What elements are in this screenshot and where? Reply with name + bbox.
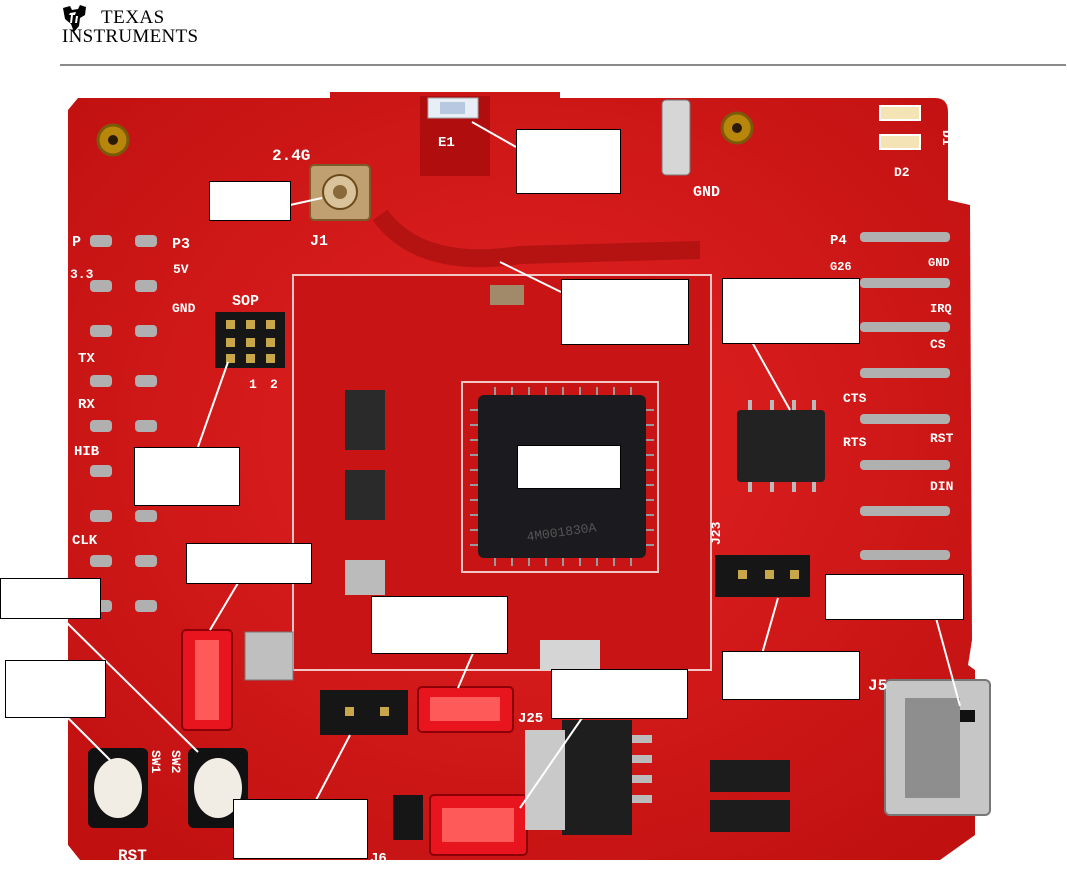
chip-outline (461, 381, 659, 573)
callout-box-sop (134, 447, 240, 506)
callout-box-j23 (722, 651, 860, 700)
silk-tx: TX (78, 351, 95, 367)
callout-box-sw1 (5, 660, 106, 718)
left-pin-row (90, 235, 157, 612)
logo-line-1: Texas (101, 7, 165, 28)
led-d2 (879, 134, 921, 150)
callout-box-sw2 (0, 578, 101, 619)
callout-leaders (59, 121, 961, 809)
callout-box-j1 (209, 181, 291, 221)
ti-logo-icon (63, 5, 86, 32)
silk-5v: 5V (173, 262, 189, 277)
document-header: Texas Instruments (0, 0, 1067, 70)
silk-j6: J6 (370, 851, 387, 867)
flash-pins (748, 400, 816, 492)
callout-box-j4 (233, 799, 368, 859)
silk-p4: P4 (830, 233, 847, 249)
j6-header (393, 795, 423, 840)
silk-d1: D1 (939, 130, 954, 146)
silk-p: P (72, 234, 81, 251)
silk-rst-right: RST (930, 431, 954, 446)
silk-3v3: 3.3 (70, 267, 94, 282)
silk-j1: J1 (310, 233, 328, 250)
regulator (562, 720, 632, 835)
silk-2-4g: 2.4G (272, 147, 310, 165)
header-rule (60, 64, 1066, 66)
silk-j25: J25 (518, 711, 543, 727)
led-d1 (879, 105, 921, 121)
callout-box-regulator (551, 669, 688, 719)
chip-pins (470, 387, 654, 566)
callout-box-j25 (371, 596, 508, 654)
silk-d2: D2 (894, 165, 910, 180)
diode-2 (710, 800, 790, 832)
gnd-pad (661, 99, 691, 176)
silk-gnd-top: GND (693, 184, 720, 201)
right-pin-row (860, 232, 950, 560)
j4-header (320, 690, 408, 735)
silk-rts: RTS (843, 435, 867, 450)
silk-e1: E1 (438, 135, 455, 151)
ti-logo-wordmark: Texas Instruments (62, 8, 198, 46)
silk-sop-1: 1 (249, 377, 257, 392)
silk-sw1: SW1 (148, 750, 163, 774)
silk-cs: CS (930, 337, 946, 352)
diode-1 (710, 760, 790, 792)
silk-sop-2: 2 (270, 377, 278, 392)
silk-din: DIN (930, 479, 953, 494)
silk-hib: HIB (74, 444, 100, 460)
flash-chip (737, 410, 825, 482)
silk-gnd-right: GND (928, 256, 950, 270)
silk-clk: CLK (72, 533, 98, 549)
logo-line-2: Instruments (62, 26, 199, 47)
silk-g26: G26 (830, 260, 852, 274)
sop-pins (226, 320, 275, 363)
silk-sw2: SW2 (168, 750, 183, 774)
silk-j23: J23 (709, 521, 724, 545)
silk-j5: J5 (868, 677, 887, 695)
callout-box-rf (561, 279, 689, 345)
callout-box-usb (825, 574, 964, 620)
silk-rx: RX (78, 397, 95, 413)
silk-irq: IRQ (930, 302, 952, 316)
silk-sop: SOP (232, 293, 259, 310)
silkscreen-labels: 2.4G J1 E1 GND D1 D2 P P3 3.3 5V GND SOP… (70, 130, 954, 867)
callout-box-e1 (516, 129, 621, 194)
silk-p3: P3 (172, 236, 190, 253)
callout-box-chip (517, 445, 621, 489)
sw1-button (94, 758, 142, 818)
sw2-button (194, 758, 242, 818)
silk-cts: CTS (843, 391, 867, 406)
silk-gnd-left: GND (172, 301, 196, 316)
rf-trace (372, 209, 701, 268)
callout-box-flash (722, 278, 860, 344)
silk-rst-bottom: RST (118, 847, 147, 865)
callout-box-jumper-left (186, 543, 312, 584)
